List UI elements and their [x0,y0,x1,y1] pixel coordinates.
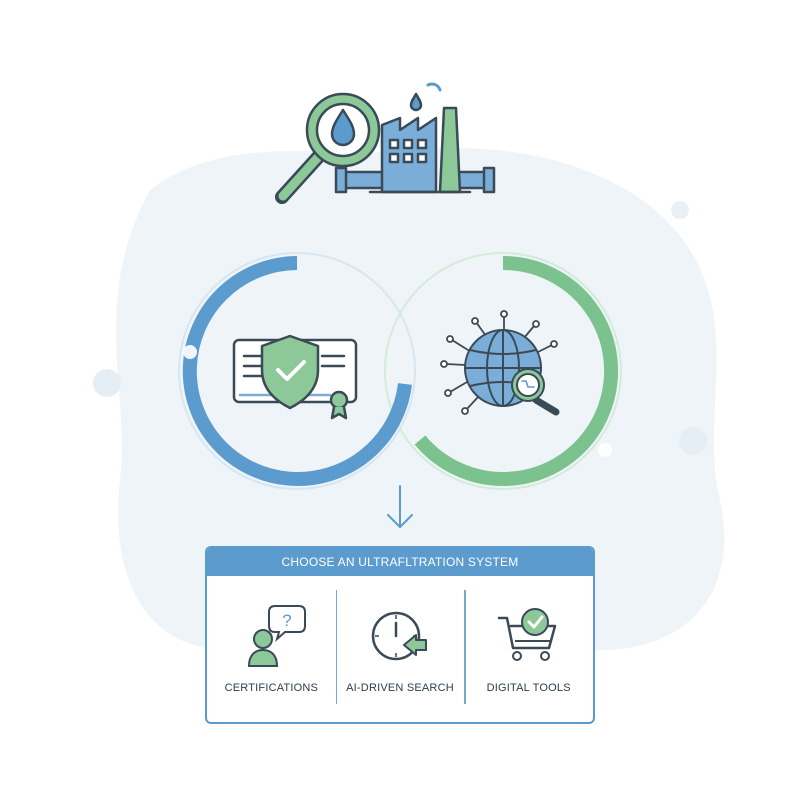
decor-dot-left [93,369,121,397]
left-loop-arc [182,256,412,486]
cart-check-icon [497,608,556,661]
option-certifications[interactable]: ? CERTIFICATIONS [207,576,336,722]
svg-text:?: ? [283,611,292,630]
water-factory-magnifier-icon [275,82,496,204]
decor-dot-right [679,427,707,455]
option-label-digital-tools: DIGITAL TOOLS [486,682,571,694]
option-ai-driven-search[interactable]: AI-DRIVEN SEARCH [335,576,465,722]
left-loop-track [178,252,416,490]
option-list: ? CERTIFICATIONS AI-DRIVEN SEARCH [207,576,593,722]
infinity-loop [178,252,622,490]
certificate-shield-icon [232,334,358,420]
arrow-down-icon [387,485,413,528]
right-loop-track [384,252,622,490]
option-label-ai-driven-search: AI-DRIVEN SEARCH [346,682,454,694]
person-question-icon: ? [248,605,307,667]
card-title: CHOOSE AN ULTRAFLTRATION SYSTEM [207,548,593,576]
globe-network-search-icon [440,310,560,416]
choose-system-card: CHOOSE AN ULTRAFLTRATION SYSTEM ? CERTIF… [205,546,595,724]
option-label-certifications: CERTIFICATIONS [224,682,319,694]
right-loop-arc [414,256,619,486]
option-digital-tools[interactable]: DIGITAL TOOLS [464,576,593,722]
clock-arrow-icon [371,611,427,661]
decor-dot-top [671,201,689,219]
